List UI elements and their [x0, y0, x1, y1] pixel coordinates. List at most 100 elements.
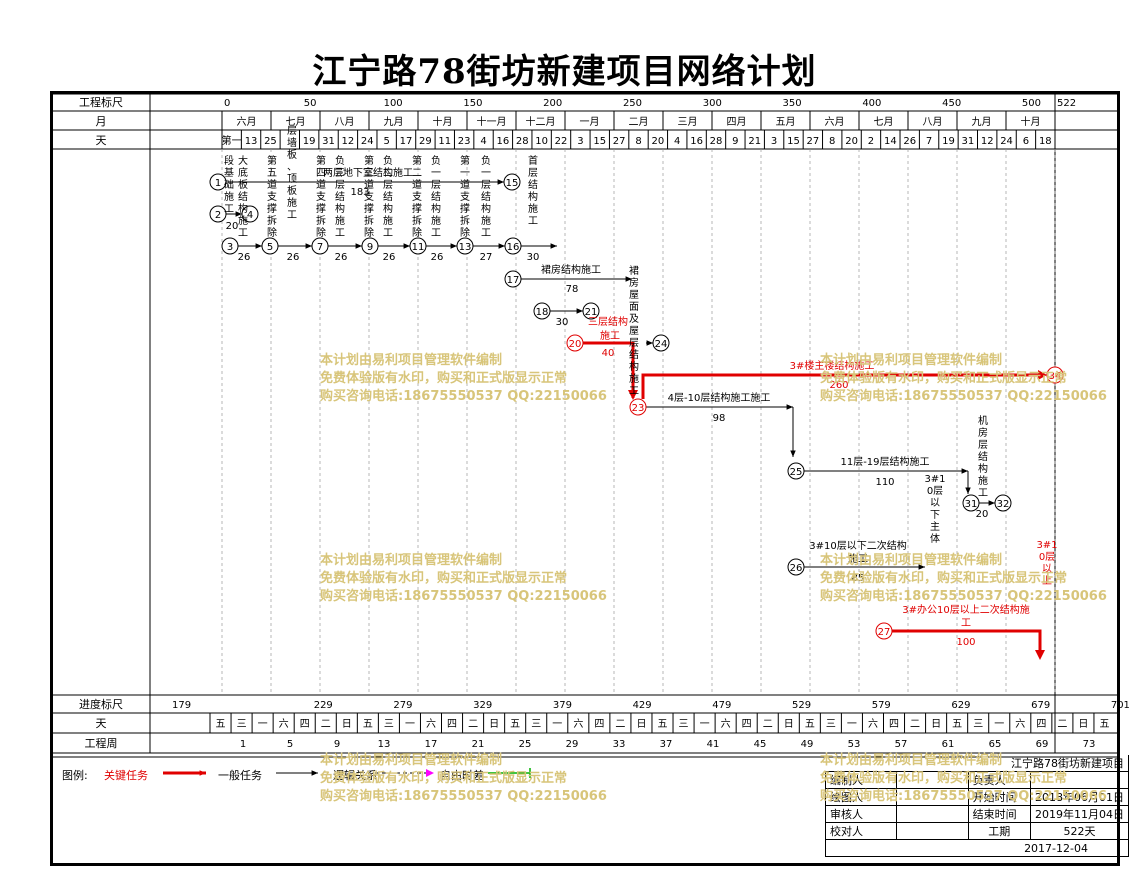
progress-row-label: 进度标尺 — [79, 697, 123, 711]
task-label-vertical: 二 — [383, 168, 393, 179]
legend-critical-sample-head — [199, 770, 206, 776]
node-number: 13 — [459, 242, 472, 253]
scale-tick-label: 100 — [384, 98, 403, 109]
month-label: 二月 — [629, 116, 649, 128]
activity-arrow-head — [255, 243, 262, 249]
month-label: 七月 — [286, 116, 306, 128]
activity-arrow-head — [235, 211, 242, 217]
task-label-vertical: 支 — [267, 191, 277, 203]
weekday-label: 五 — [363, 719, 373, 730]
reviewer-value — [895, 805, 969, 823]
network-node — [629, 398, 647, 416]
task-label-vertical: 机 — [978, 414, 988, 427]
task-label-vertical: 下 — [930, 510, 940, 521]
task-label-vertical: 道 — [412, 178, 422, 191]
month-label: 九月 — [384, 116, 404, 128]
node-number: 32 — [997, 499, 1010, 510]
task-label-vertical: 层 — [528, 167, 538, 179]
weekday-row-label: 天 — [96, 717, 107, 730]
activity-arrow-head — [625, 276, 632, 282]
checker-label: 校对人 — [825, 822, 897, 840]
task-label-vertical: 负 — [335, 154, 345, 167]
weekday-label: 三 — [237, 719, 247, 730]
weekday-label: 一 — [258, 719, 268, 730]
node-number: 31 — [965, 499, 978, 510]
task-label: 施工 — [600, 329, 620, 342]
task-label-vertical: 结 — [978, 450, 988, 463]
task-label-vertical: 施 — [287, 196, 297, 209]
day-label: 25 — [264, 136, 277, 147]
network-node — [652, 334, 670, 352]
month-label: 四月 — [727, 116, 747, 128]
week-label: 9 — [334, 739, 340, 750]
month-label: 八月 — [923, 116, 943, 128]
progress-tick-label: 379 — [553, 700, 572, 711]
task-label-vertical: 层 — [383, 179, 393, 191]
day-label: 第一 — [222, 134, 242, 147]
task-label-vertical: 墙 — [287, 136, 297, 149]
scale-tick-label: 200 — [543, 98, 562, 109]
day-label: 9 — [732, 136, 738, 147]
legend-normal-label: 一般任务 — [218, 769, 262, 782]
weekday-label: 六 — [573, 718, 583, 730]
activity-arrow-head — [988, 500, 995, 506]
week-label: 1 — [240, 739, 246, 750]
task-label-vertical: 段 — [224, 154, 234, 167]
weekday-label: 四 — [889, 719, 899, 730]
month-label: 九月 — [972, 116, 992, 128]
progress-tick-label: 679 — [1031, 700, 1050, 711]
scale-tick-label: 350 — [783, 98, 802, 109]
task-label-vertical: 结 — [383, 190, 393, 203]
day-label: 12 — [981, 136, 994, 147]
network-node — [261, 237, 279, 255]
task-label-vertical: 层 — [335, 179, 345, 191]
scale-tick-label: 0 — [224, 98, 230, 109]
task-label-vertical: 工 — [287, 210, 297, 221]
progress-tick-label: 229 — [314, 700, 333, 711]
editor-value — [895, 771, 969, 789]
plan-date: 2017-12-04 — [825, 839, 1129, 857]
weekday-label: 五 — [510, 719, 520, 730]
day-row-label: 天 — [96, 134, 107, 147]
weekday-label: 一 — [700, 719, 710, 730]
legend-logic-sample-head — [426, 769, 434, 777]
week-label: 53 — [848, 739, 861, 750]
weekday-label: 日 — [342, 719, 352, 730]
task-label-vertical: 底 — [238, 166, 248, 179]
legend-critical-label: 关键任务 — [104, 769, 148, 782]
task-label-vertical: 工 — [528, 216, 538, 227]
task-label-vertical: 上 — [1042, 575, 1052, 587]
task-label-vertical: 工 — [335, 228, 345, 239]
node-number: 5 — [267, 242, 273, 253]
task-label-vertical: 层 — [481, 179, 491, 191]
node-number: 20 — [569, 339, 582, 350]
task-label-vertical: 及 — [629, 313, 639, 325]
node-number: 3 — [227, 242, 233, 253]
scale-row-label: 工程标尺 — [79, 95, 123, 109]
scale-tick-label: 450 — [942, 98, 961, 109]
day-label: 29 — [419, 136, 432, 147]
node-number: 11 — [412, 242, 425, 253]
day-label: 27 — [806, 136, 819, 147]
task-label-vertical: 撑 — [267, 202, 277, 215]
task-label: 30 — [527, 252, 540, 263]
task-label: 40 — [602, 348, 615, 359]
task-label-vertical: 除 — [412, 226, 422, 239]
task-label-vertical: 0层 — [1039, 551, 1055, 563]
task-label-vertical: 支 — [412, 191, 422, 203]
scale-tick-label: 250 — [623, 98, 642, 109]
network-node — [504, 237, 522, 255]
legend-label: 图例: — [62, 769, 88, 782]
start-label: 开始时间 — [967, 788, 1031, 806]
critical-path-head — [1035, 650, 1045, 660]
task-label: 26 — [383, 252, 396, 263]
day-label: 11 — [438, 136, 451, 147]
week-label: 73 — [1083, 739, 1096, 750]
task-label-vertical: 0层 — [927, 485, 943, 497]
day-label: 15 — [593, 136, 606, 147]
weekday-label: 五 — [805, 719, 815, 730]
scale-tick-label: 150 — [463, 98, 482, 109]
task-label-vertical: 以 — [930, 498, 940, 509]
day-label: 2 — [868, 136, 874, 147]
day-label: 4 — [480, 136, 486, 147]
